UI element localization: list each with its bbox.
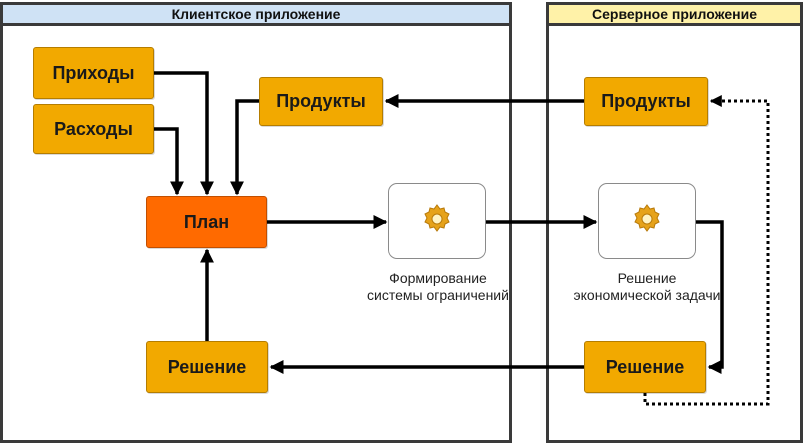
constraints-process-box bbox=[388, 183, 486, 259]
gear-icon bbox=[420, 202, 454, 241]
client-products-label: Продукты bbox=[276, 91, 366, 111]
solve-process-box bbox=[598, 183, 696, 259]
solve-process-label: Решение экономической задачи bbox=[573, 270, 721, 303]
plan-node: План bbox=[146, 196, 267, 248]
client-solution-label: Решение bbox=[167, 356, 247, 377]
server-products-node: Продукты bbox=[584, 77, 708, 126]
plan-label: План bbox=[183, 211, 230, 232]
gear-icon bbox=[630, 202, 664, 241]
income-node: Приходы bbox=[33, 47, 154, 99]
server-solution-node: Решение bbox=[584, 341, 706, 393]
client-products-node: Продукты bbox=[259, 77, 383, 126]
expenses-label: Расходы bbox=[54, 118, 133, 139]
constraints-process-label: Формирование системы ограничений bbox=[367, 270, 509, 303]
client-app-title: Клиентское приложение bbox=[3, 5, 509, 26]
client-solution-node: Решение bbox=[146, 341, 268, 393]
expenses-node: Расходы bbox=[33, 104, 154, 154]
server-app-title: Серверное приложение bbox=[549, 5, 800, 26]
server-solution-label: Решение bbox=[605, 356, 685, 377]
income-label: Приходы bbox=[52, 62, 135, 83]
server-products-label: Продукты bbox=[601, 91, 691, 111]
